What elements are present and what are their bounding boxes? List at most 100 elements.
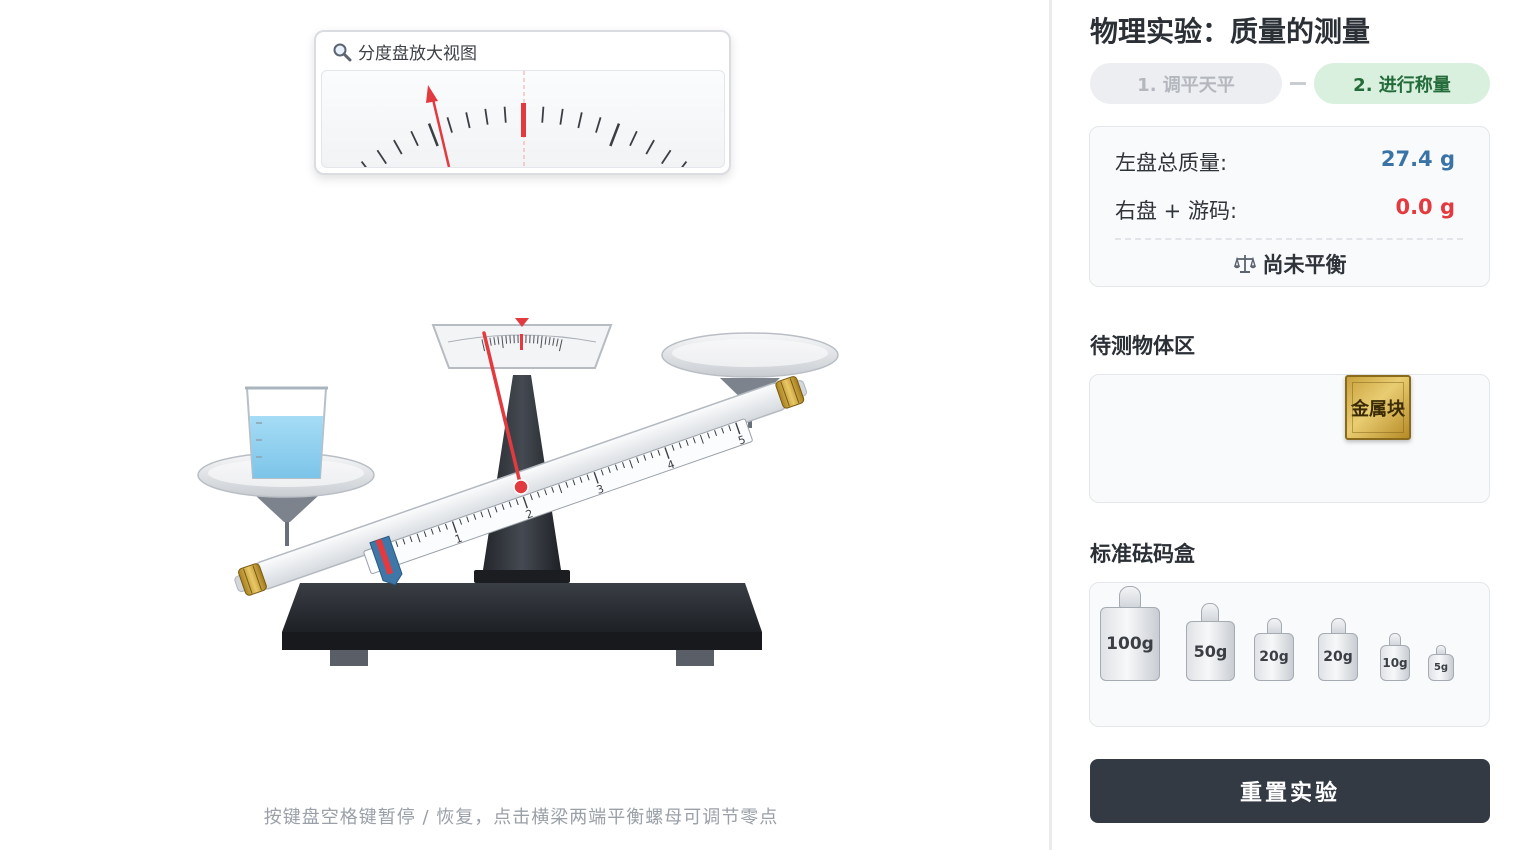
weight-10g[interactable]: 10g xyxy=(1380,633,1410,681)
beam-scale-tick xyxy=(480,511,484,518)
beam-scale-tick xyxy=(579,476,583,483)
weight-50g[interactable]: 50g xyxy=(1186,603,1235,681)
weight-100g[interactable]: 100g xyxy=(1100,586,1160,681)
panel-divider xyxy=(1049,0,1052,850)
beam-scale-tick xyxy=(586,474,590,481)
step-1-level[interactable]: 1. 调平天平 xyxy=(1090,63,1282,104)
beam-scale-tick xyxy=(466,516,470,523)
dial-zoom-zero-mark xyxy=(521,103,526,137)
beam-scale-tick xyxy=(537,491,540,498)
beam-scale-tick xyxy=(515,499,519,506)
balance-status: 尚未平衡 xyxy=(1090,249,1489,279)
beam-scale-tick xyxy=(707,432,710,439)
beam-scale-tick xyxy=(664,447,670,460)
beam-scale-tick xyxy=(614,464,618,471)
beam-scale-tick xyxy=(721,427,725,434)
experiment-stage: 分度盘放大视图 xyxy=(197,30,839,828)
beam-scale-tick xyxy=(494,506,498,513)
beam-scale-tick xyxy=(650,452,654,459)
weight-20g-b[interactable]: 20g xyxy=(1318,618,1358,681)
dial-zoom-title: 分度盘放大视图 xyxy=(332,39,477,64)
beam-scale-tick xyxy=(692,437,696,444)
metal-block-label: 金属块 xyxy=(1351,398,1405,420)
balance-base xyxy=(282,570,762,666)
right-mass-row: 右盘 + 游码: 0.0 g xyxy=(1115,195,1455,225)
panel-title: 物理实验：质量的测量 xyxy=(1090,15,1371,48)
beaker xyxy=(245,386,328,479)
dial-zoom-pointer xyxy=(426,85,451,167)
right-mass-label: 右盘 + 游码: xyxy=(1115,199,1238,223)
beam-scale-tick xyxy=(402,538,406,545)
beam-scale-label: 3 xyxy=(595,482,606,497)
beam-scale-tick xyxy=(600,469,604,476)
dial-zoom-view xyxy=(321,70,725,168)
readout-divider xyxy=(1115,238,1463,240)
beam-scale-tick xyxy=(728,425,732,432)
beam-scale-tick xyxy=(636,457,640,464)
beam-scale-tick xyxy=(444,523,448,530)
beam-scale-tick xyxy=(735,422,741,435)
left-mass-row: 左盘总质量: 27.4 g xyxy=(1115,147,1455,177)
beam-scale-tick xyxy=(395,541,399,548)
beam-scale-tick xyxy=(607,467,611,474)
weight-box: 100g 50g 20g 20g 10g 5g xyxy=(1089,582,1490,727)
step-2-weigh[interactable]: 2. 进行称量 xyxy=(1314,63,1490,104)
left-mass-label: 左盘总质量: xyxy=(1115,151,1228,175)
beam-scale-tick xyxy=(629,459,634,469)
balance-pointer xyxy=(482,331,529,495)
weight-20g-b-label: 20g xyxy=(1318,633,1358,681)
objects-section-label: 待测物体区 xyxy=(1090,334,1195,358)
beam-scale: 012345 xyxy=(381,422,747,571)
beam-scale-tick xyxy=(529,494,533,501)
reset-button[interactable]: 重置实验 xyxy=(1090,759,1490,823)
left-mass-value: 27.4 g xyxy=(1380,147,1455,171)
beam-scale-tick xyxy=(699,434,704,444)
left-balance-nut[interactable] xyxy=(237,563,267,597)
hint-text: 按键盘空格键暂停 / 恢复，点击横梁两端平衡螺母可调节零点 xyxy=(263,807,779,828)
beam-scale-tick xyxy=(671,444,675,451)
dial-zoom-ticks xyxy=(360,106,688,167)
beam-scale-tick xyxy=(508,501,512,508)
beam-scale-label: 5 xyxy=(736,433,747,448)
rider[interactable] xyxy=(369,535,405,588)
beam-scale-tick xyxy=(572,479,576,486)
balance-apparatus: 012345 xyxy=(197,318,839,666)
beam-scale-tick xyxy=(423,531,427,538)
beam-scale-tick xyxy=(437,526,441,533)
weight-10g-label: 10g xyxy=(1380,645,1410,681)
beam-scale-tick xyxy=(643,454,647,461)
control-panel: 物理实验：质量的测量 1. 调平天平 2. 进行称量 左盘总质量: 27.4 g… xyxy=(1052,0,1516,850)
beam-scale-tick xyxy=(622,462,625,469)
weight-50g-label: 50g xyxy=(1186,621,1235,681)
beam-scale-tick xyxy=(501,504,505,511)
beam-scale-tick xyxy=(551,486,555,493)
beam-scale-tick xyxy=(544,489,548,496)
beam-scale-tick xyxy=(430,528,434,535)
beam-scale-tick xyxy=(487,508,492,518)
scale-icon xyxy=(1233,255,1256,273)
beam-scale-tick xyxy=(473,513,477,520)
metal-block[interactable]: 金属块 xyxy=(1345,375,1411,440)
beam-scale-tick xyxy=(451,521,458,534)
mass-readout: 左盘总质量: 27.4 g 右盘 + 游码: 0.0 g 尚未平衡 xyxy=(1089,126,1490,287)
right-balance-nut[interactable] xyxy=(775,375,805,409)
right-mass-value: 0.0 g xyxy=(1395,195,1455,219)
weight-100g-label: 100g xyxy=(1100,607,1160,681)
magnifier-icon xyxy=(333,43,352,61)
beam-scale-tick xyxy=(678,442,682,449)
weight-20g-a[interactable]: 20g xyxy=(1254,618,1294,681)
beam-scale-tick xyxy=(416,533,421,543)
balance-dial xyxy=(431,318,613,369)
weights-section-label: 标准砝码盒 xyxy=(1090,542,1195,566)
beam-scale-tick xyxy=(593,471,599,484)
objects-area: 金属块 xyxy=(1089,374,1490,503)
beam-scale-label: 2 xyxy=(524,507,535,522)
beam-scale-label: 1 xyxy=(453,532,464,547)
beam-scale-tick xyxy=(459,518,463,525)
dial-zoom-title-text: 分度盘放大视图 xyxy=(358,44,477,64)
dial-zoom-panel: 分度盘放大视图 xyxy=(314,30,731,175)
weight-5g[interactable]: 5g xyxy=(1428,645,1454,681)
weight-20g-a-label: 20g xyxy=(1254,633,1294,681)
beam-scale-tick xyxy=(565,481,569,488)
beam-scale-tick xyxy=(558,484,563,494)
